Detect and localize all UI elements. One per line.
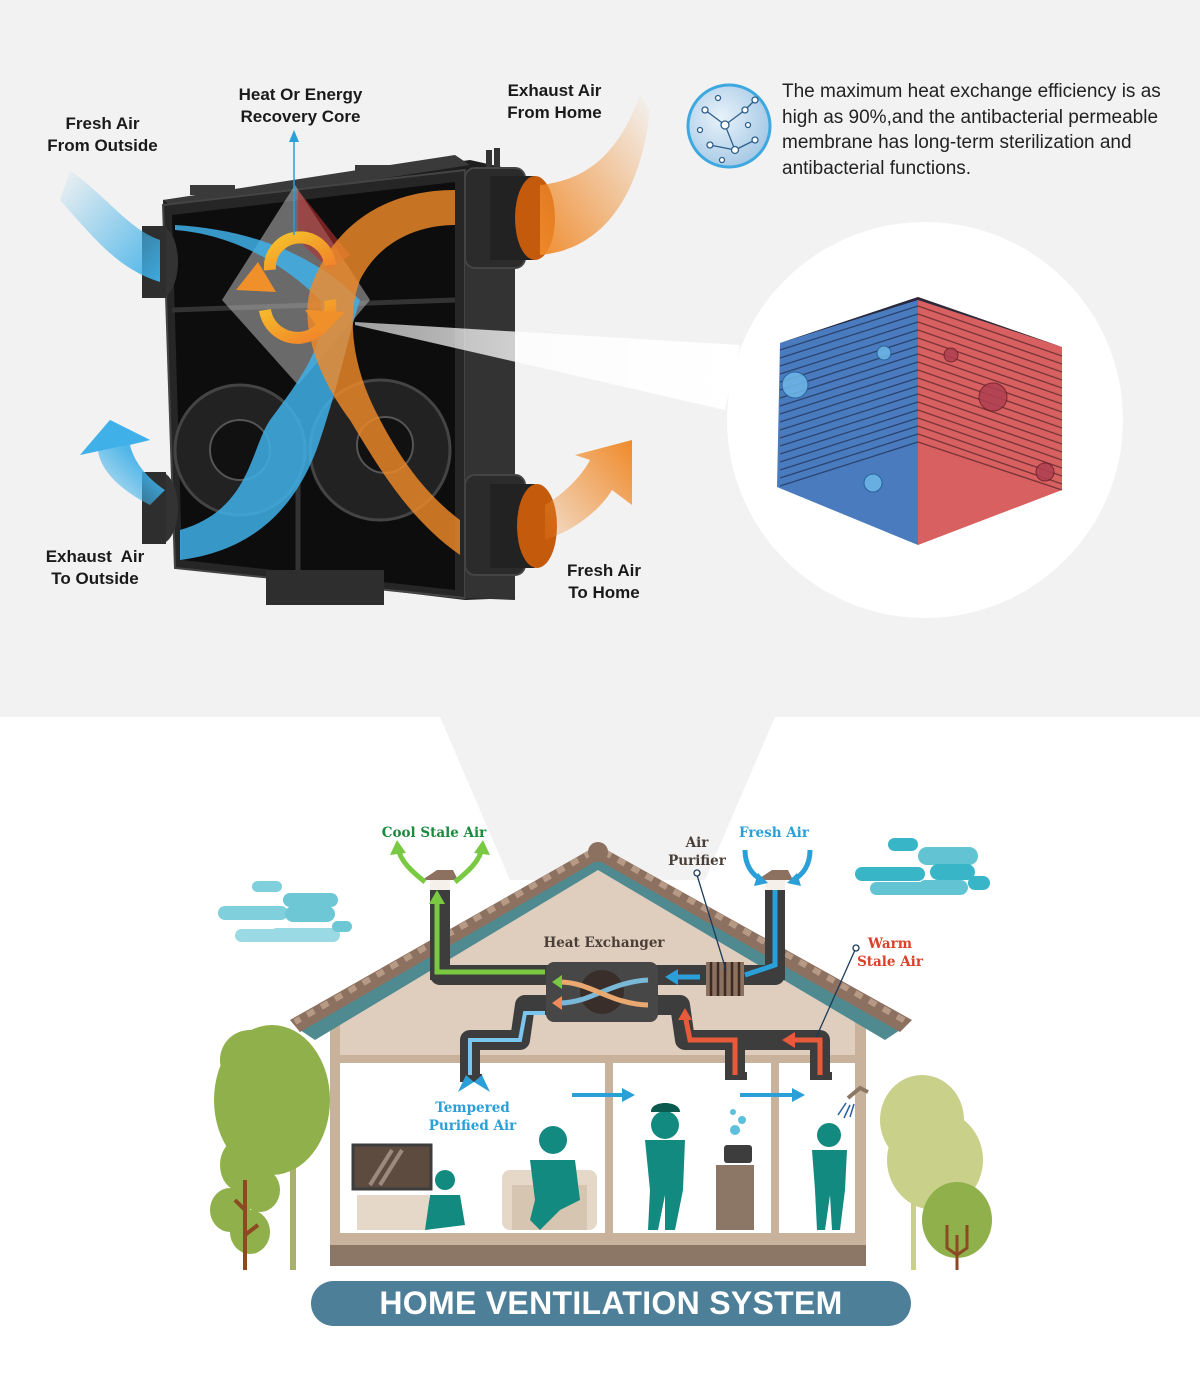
erv-unit-illustration <box>60 83 1123 618</box>
label-warm-stale-air: Warm Stale Air <box>852 935 928 971</box>
label-fresh-air: Fresh Air <box>739 825 809 841</box>
label-fresh-air-to-home: Fresh Air To Home <box>563 560 645 604</box>
title-banner: HOME VENTILATION SYSTEM <box>311 1281 911 1326</box>
label-line: Purifier <box>668 853 726 869</box>
efficiency-description: The maximum heat exchange efficiency is … <box>782 81 1161 179</box>
molecule-icon <box>686 83 772 169</box>
label-line: Tempered <box>435 1100 510 1116</box>
label-exhaust-air-to-outside: Exhaust Air To Outside <box>40 546 150 590</box>
label-line: To Outside <box>51 569 139 588</box>
label-line: Exhaust Air <box>507 81 602 100</box>
label-line: From Outside <box>47 136 158 155</box>
label-line: Fresh Air <box>65 114 140 133</box>
label-line: To Home <box>568 583 640 602</box>
label-line: Stale Air <box>857 954 923 970</box>
label-line: Exhaust Air <box>45 547 145 566</box>
label-heat-exchanger: Heat Exchanger <box>543 935 665 951</box>
people <box>425 1111 847 1230</box>
label-air-purifier: Air Purifier <box>662 834 732 870</box>
label-cool-stale-air: Cool Stale Air <box>381 825 487 841</box>
banner-title: HOME VENTILATION SYSTEM <box>379 1285 843 1321</box>
label-line: Fresh Air <box>566 561 641 580</box>
label-tempered-purified-air: Tempered Purified Air <box>420 1099 525 1135</box>
label-line: Warm <box>867 936 913 952</box>
cloud-left <box>218 881 352 942</box>
label-line: Heat Or Energy <box>238 85 363 104</box>
label-heat-recovery-core: Heat Or Energy Recovery Core <box>233 84 368 128</box>
label-exhaust-air-from-home: Exhaust Air From Home <box>502 80 607 124</box>
cloud-right <box>855 838 990 895</box>
label-line: Recovery Core <box>240 107 361 126</box>
label-line: Purified Air <box>428 1118 517 1134</box>
label-fresh-air-from-outside: Fresh Air From Outside <box>45 113 160 157</box>
label-line: From Home <box>507 103 602 122</box>
label-line: Air <box>685 835 709 851</box>
